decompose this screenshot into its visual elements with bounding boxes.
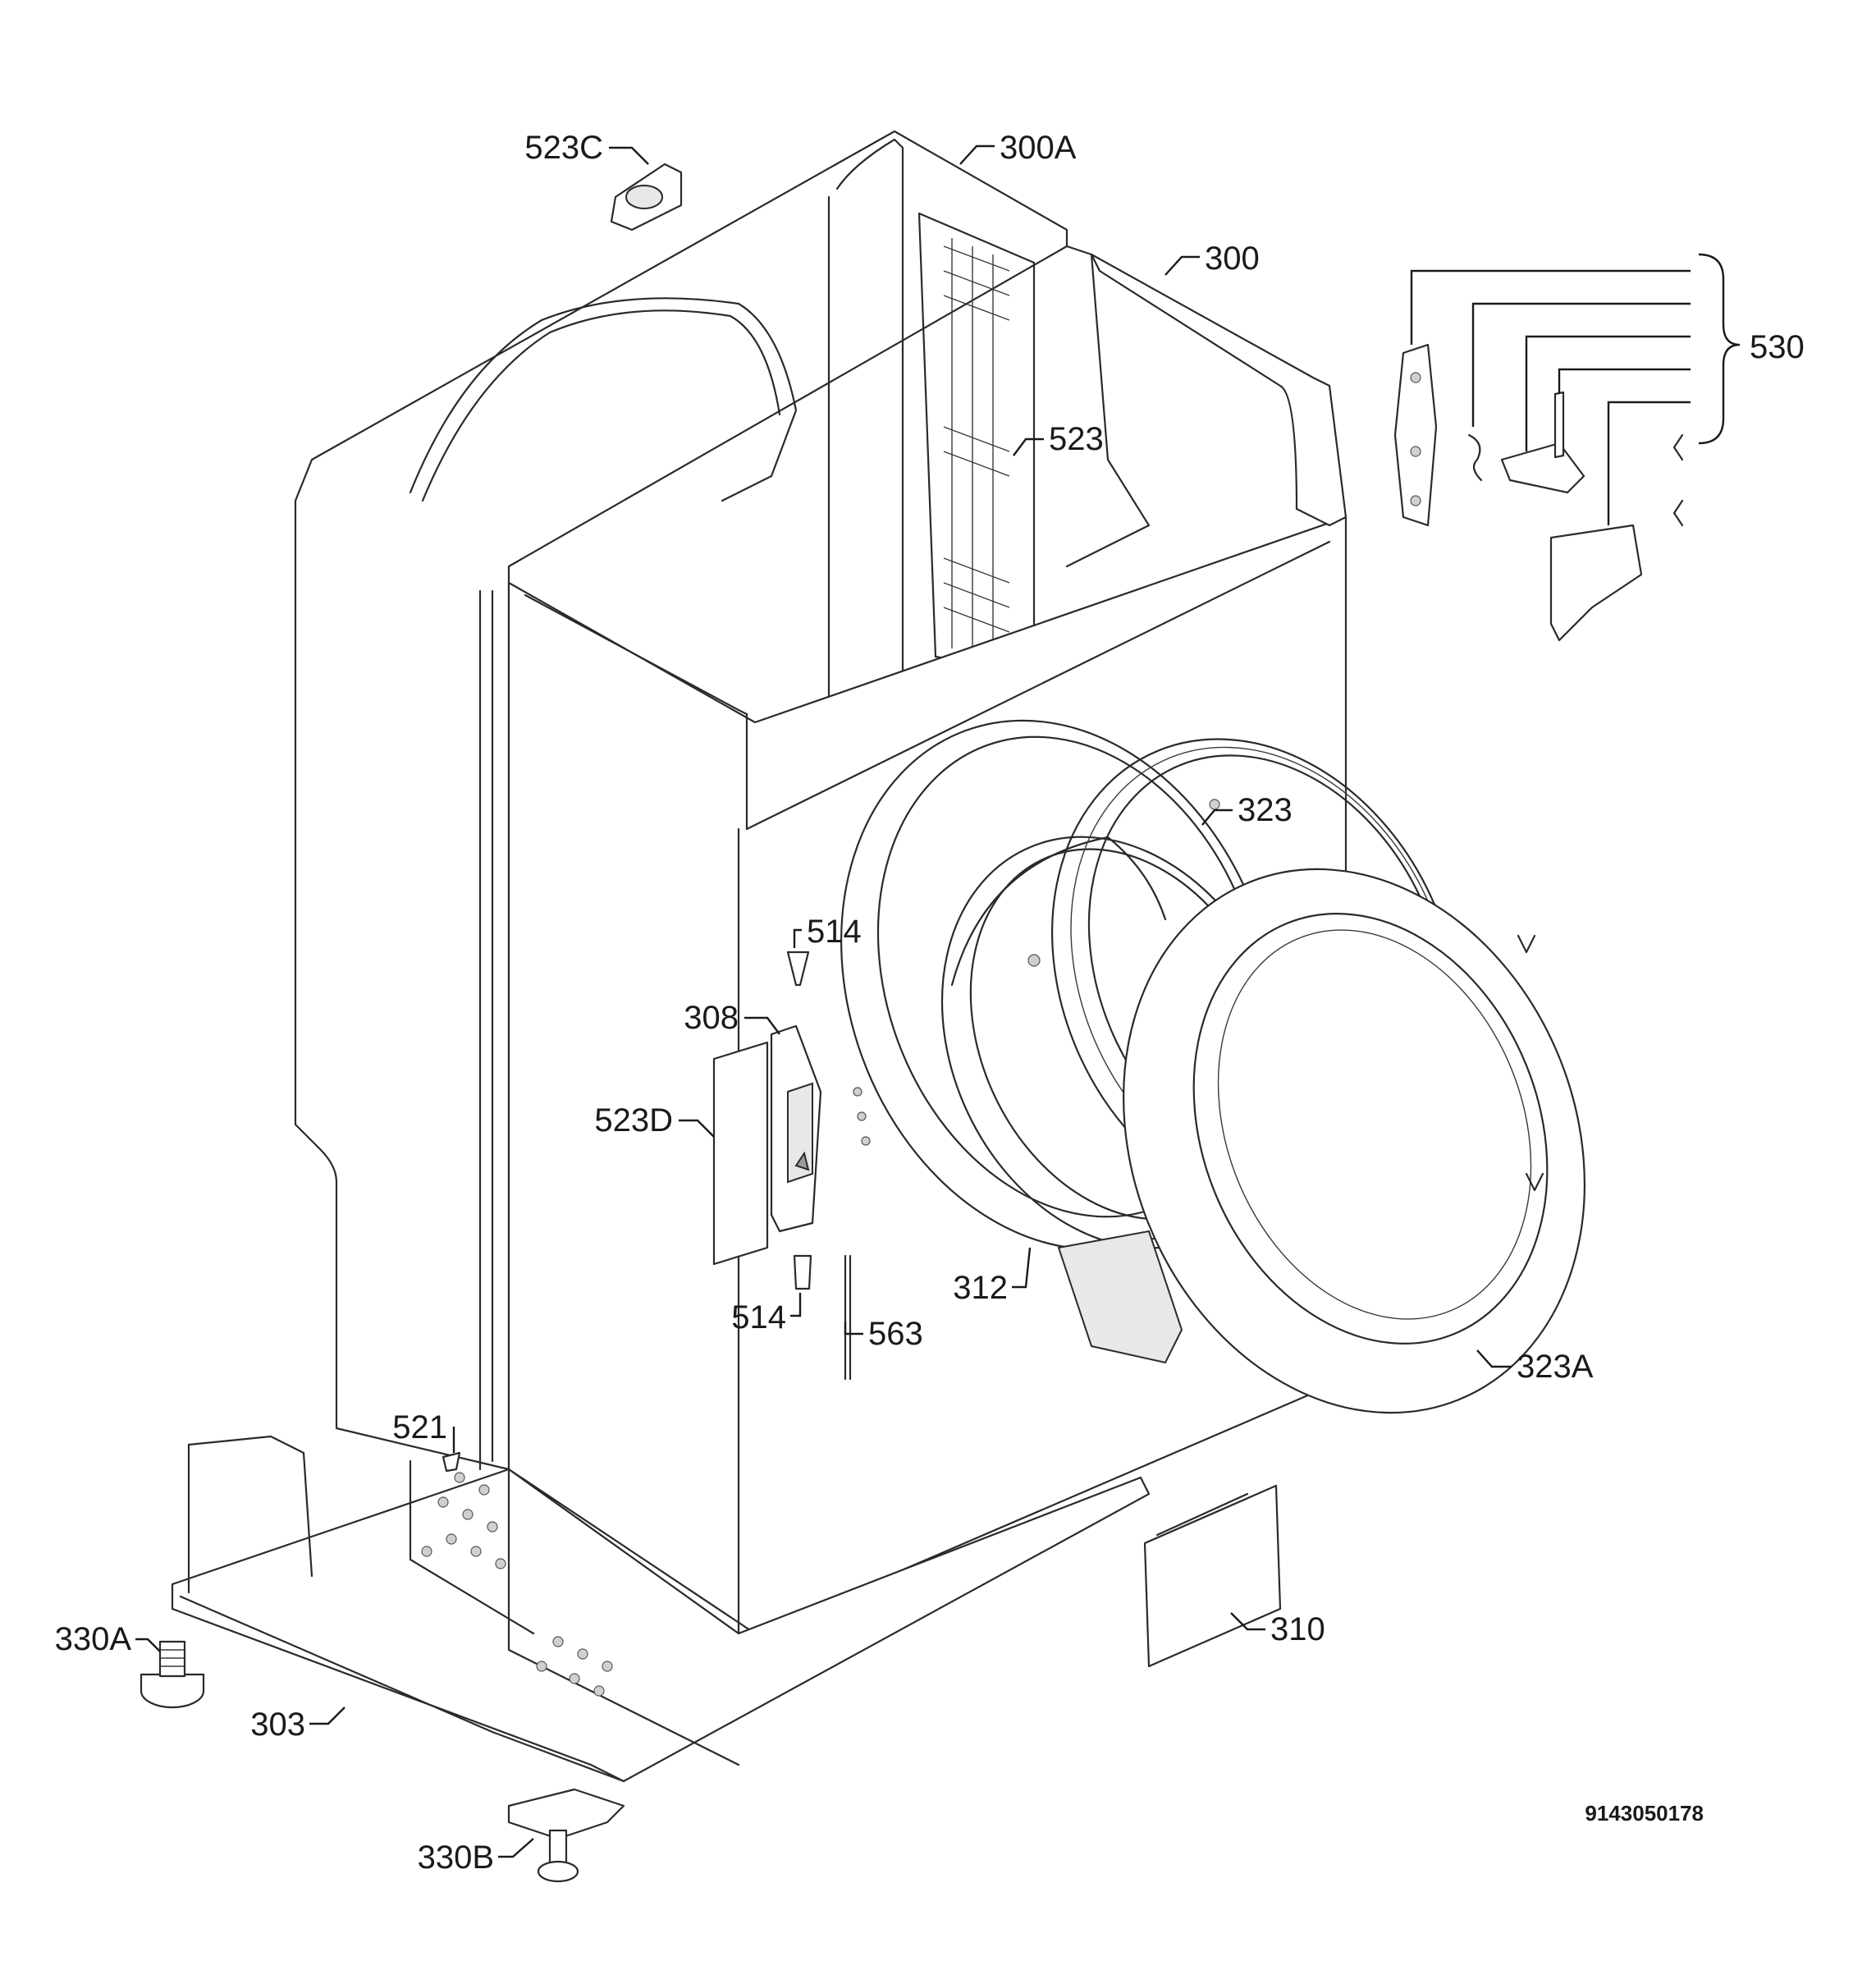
label-303: 303	[250, 1707, 305, 1743]
label-300A: 300A	[1000, 130, 1077, 166]
foot-330A	[140, 1640, 205, 1709]
filter-door-310	[1143, 1484, 1282, 1668]
label-323A: 323A	[1517, 1349, 1594, 1385]
clip-523C	[610, 163, 683, 231]
door-lock-assembly	[712, 1024, 822, 1266]
label-523C: 523C	[524, 130, 603, 166]
label-563: 563	[868, 1316, 923, 1352]
hinge-kit-530	[1393, 253, 1741, 642]
base-perforations	[421, 1472, 613, 1697]
door-outer-ring-323A	[1123, 868, 1585, 1414]
label-300: 300	[1205, 241, 1260, 277]
base-frame	[171, 1435, 1151, 1783]
label-523D: 523D	[594, 1102, 673, 1138]
label-514-lower: 514	[731, 1299, 786, 1335]
screw-521	[442, 1451, 461, 1473]
label-530: 530	[1750, 329, 1805, 365]
label-312: 312	[953, 1270, 1008, 1306]
label-330B: 330B	[418, 1839, 494, 1876]
document-number: 9143050178	[1585, 1801, 1704, 1826]
label-308: 308	[684, 1000, 739, 1036]
screw-514-lower	[793, 1254, 812, 1290]
label-523: 523	[1049, 421, 1104, 457]
cabinet-body	[294, 130, 1348, 1635]
rod-563	[844, 1254, 852, 1381]
part-labels: 523C 300A 300 530 523 323 514 308 523D 3…	[55, 130, 1805, 1876]
leader-lines	[135, 144, 1512, 1858]
foot-330B	[507, 1788, 625, 1883]
label-323: 323	[1238, 792, 1293, 828]
screw-514-upper	[786, 951, 810, 987]
label-514-upper: 514	[807, 914, 862, 950]
label-330A: 330A	[55, 1621, 132, 1657]
label-310: 310	[1270, 1611, 1325, 1647]
label-521: 521	[392, 1409, 447, 1445]
